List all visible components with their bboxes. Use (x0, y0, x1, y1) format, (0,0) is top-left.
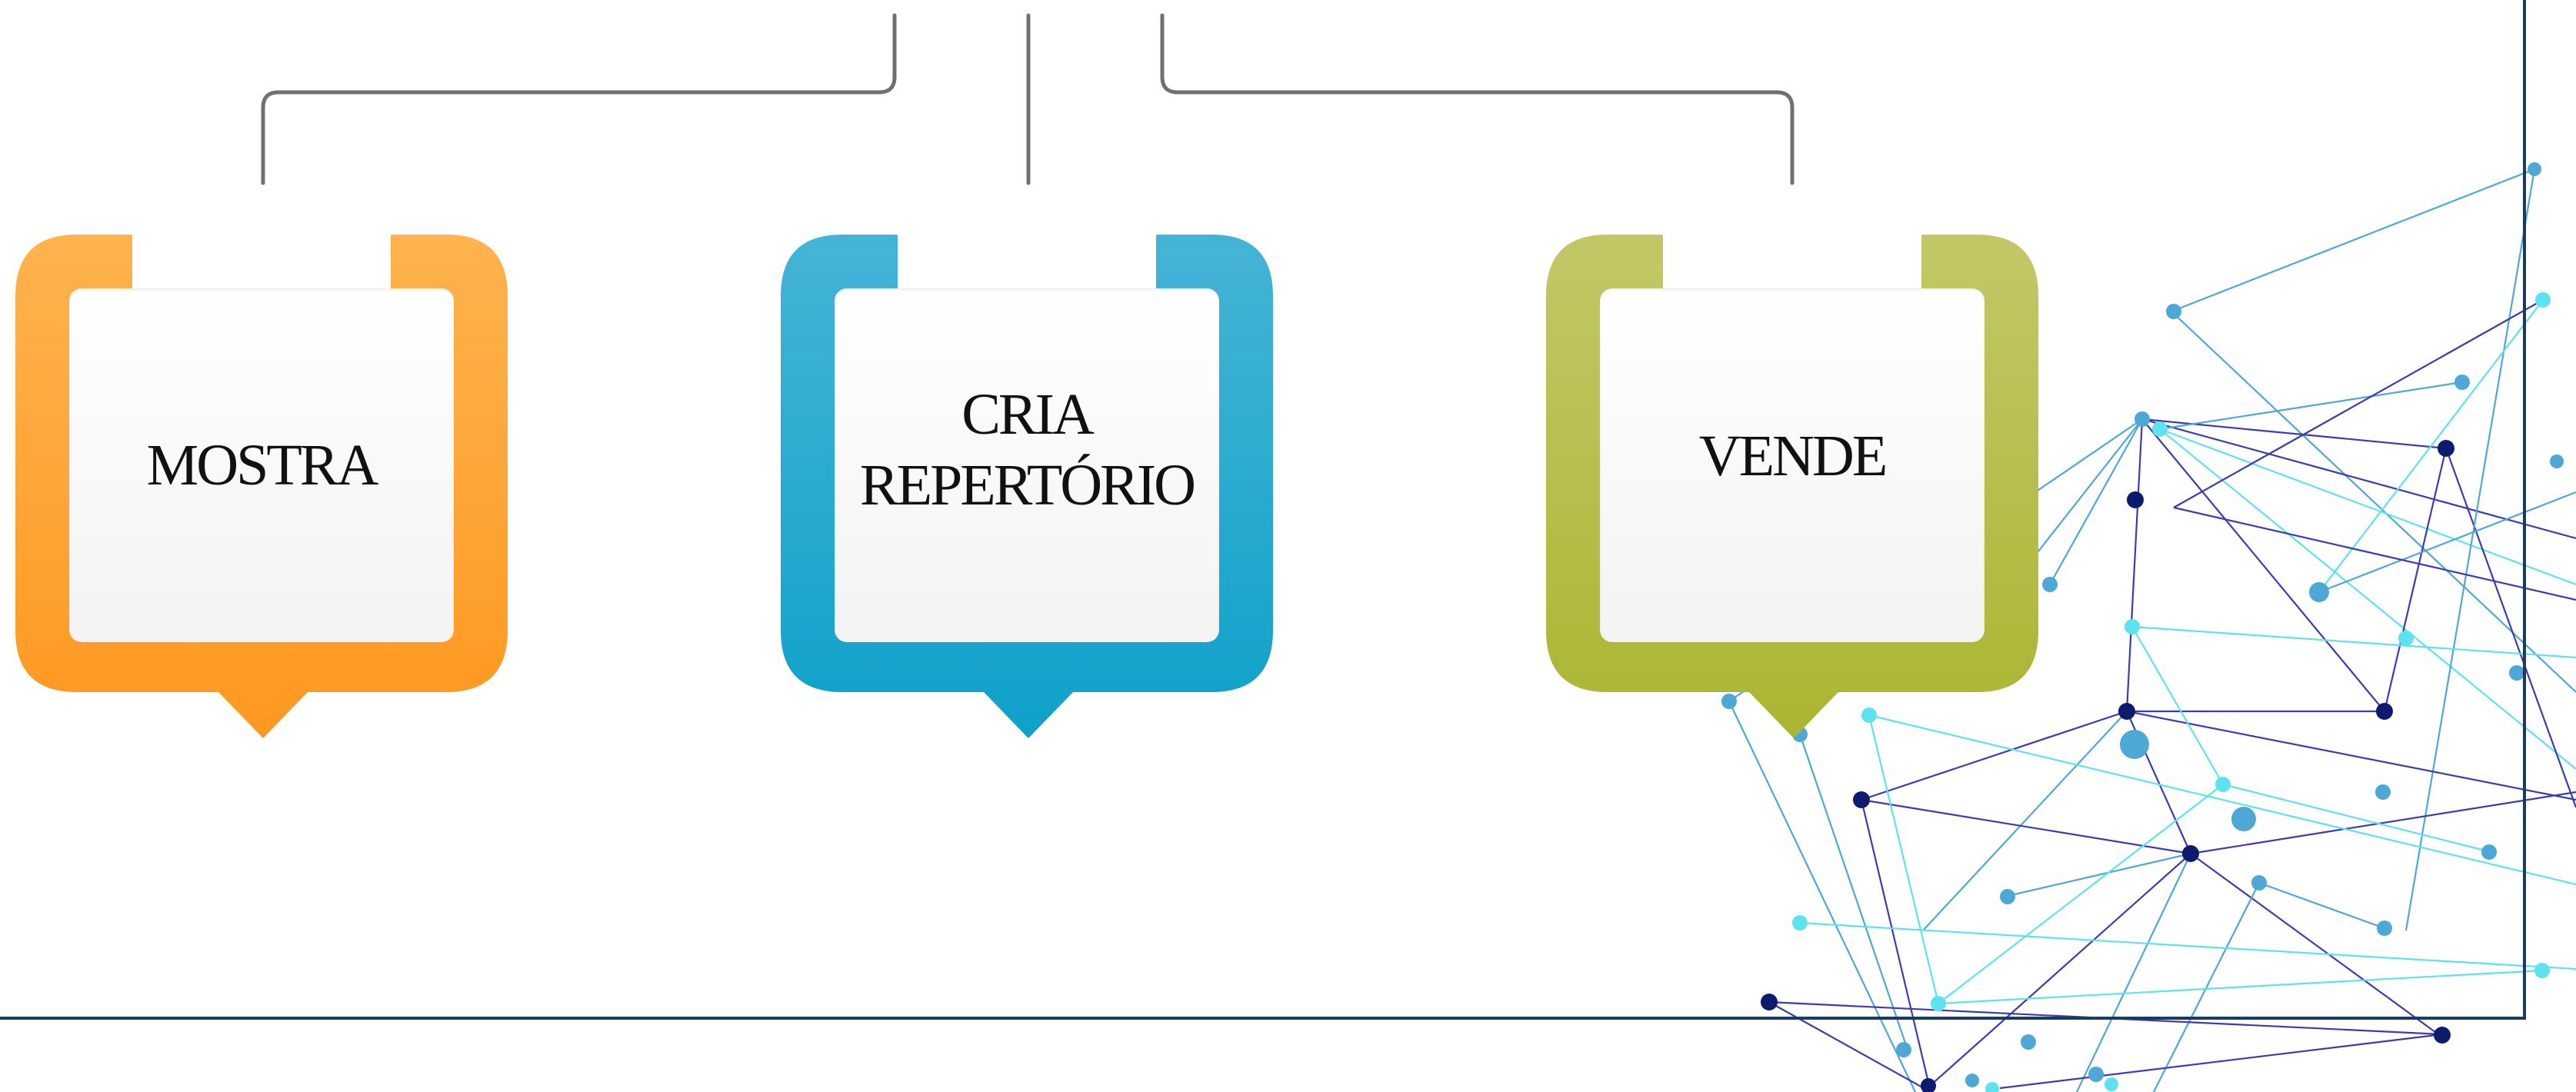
box-panel: MOSTRA (69, 288, 454, 642)
box-label: VENDE (1698, 424, 1888, 488)
connector-right (1160, 13, 1795, 185)
box-mostra: MOSTRA (15, 231, 515, 742)
connector-left (261, 13, 897, 185)
box-vende: VENDE (1546, 231, 2046, 742)
box-label: CRIA REPERTÓRIO (859, 382, 1196, 518)
box-cria-repertorio: CRIA REPERTÓRIO (781, 231, 1281, 742)
box-panel: VENDE (1600, 288, 1984, 642)
box-panel: CRIA REPERTÓRIO (835, 288, 1219, 642)
box-label: MOSTRA (146, 433, 379, 498)
